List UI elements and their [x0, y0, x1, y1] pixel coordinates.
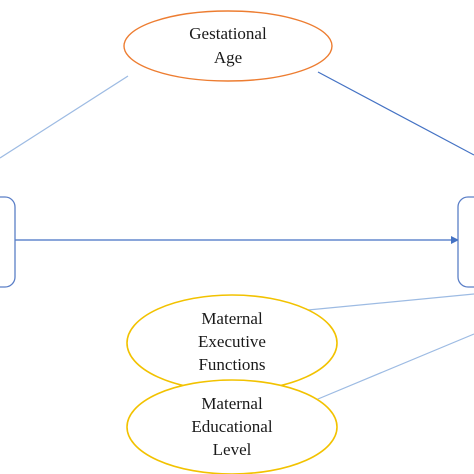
- left-variable-box: [0, 196, 16, 288]
- gestational-age-ellipse: [123, 10, 333, 82]
- node-gestational-age: Gestational Age: [123, 10, 333, 82]
- line-gestational-to-left: [0, 75, 129, 159]
- maternal-educational-level-line-1: Maternal: [201, 394, 263, 413]
- maternal-educational-level-line-3: Level: [213, 440, 252, 459]
- maternal-educational-level-ellipse: [126, 379, 338, 474]
- line-executive-to-right: [307, 293, 474, 311]
- maternal-executive-functions-line-1: Maternal: [201, 309, 263, 328]
- gestational-age-line-2: Age: [214, 48, 242, 67]
- maternal-executive-functions-line-2: Executive: [198, 332, 266, 351]
- node-maternal-executive-functions: Maternal Executive Functions: [126, 294, 338, 392]
- right-variable-box: [457, 196, 474, 288]
- gestational-age-line-1: Gestational: [189, 24, 267, 43]
- maternal-executive-functions-line-3: Functions: [198, 355, 265, 374]
- node-maternal-educational-level: Maternal Educational Level: [126, 379, 338, 474]
- maternal-educational-level-line-2: Educational: [191, 417, 272, 436]
- line-educational-to-right: [305, 333, 474, 405]
- line-gestational-to-right: [317, 71, 474, 156]
